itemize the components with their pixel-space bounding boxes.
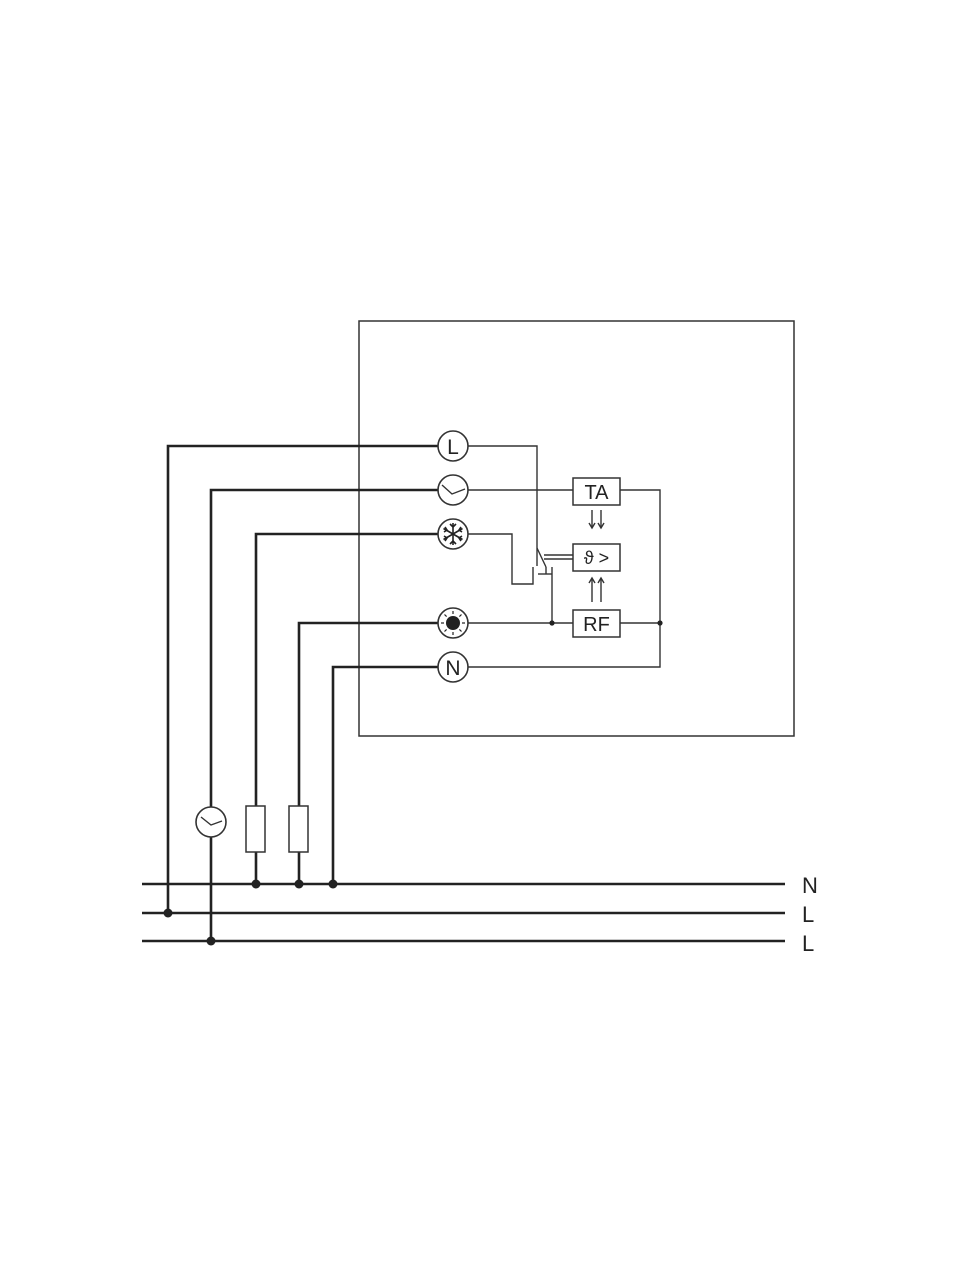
terminal-clock-icon	[437, 474, 469, 506]
thermostat-label: ϑ >	[584, 548, 609, 568]
terminal-N-label: N	[445, 657, 460, 680]
wire-L-external	[166, 444, 438, 913]
internal-wire-L	[468, 445, 538, 566]
bus-label-L2: L	[802, 931, 814, 956]
rf-block: RF	[572, 609, 621, 638]
internal-wire-cool	[468, 533, 534, 585]
terminal-snowflake-icon	[437, 518, 469, 550]
internal-wire-switch-arm	[536, 547, 547, 568]
wire-clock-upper	[209, 488, 438, 808]
ta-block: TA	[572, 477, 621, 506]
load-resistor	[245, 805, 266, 853]
rf-label: RF	[583, 614, 610, 636]
load-resistor	[288, 805, 309, 853]
junction-dot	[251, 879, 261, 889]
terminal-N: N	[437, 651, 469, 683]
terminal-L-label: L	[447, 436, 459, 459]
ta-label: TA	[584, 482, 609, 504]
arrow-up-icon	[588, 576, 605, 602]
wire-heat-upper	[297, 621, 438, 806]
terminal-sun-icon	[437, 607, 469, 639]
junction-dot	[549, 620, 555, 626]
timer-load-clock-icon	[195, 806, 227, 838]
junction-dot	[657, 620, 663, 626]
bus-label-N: N	[802, 873, 818, 898]
wire-cool-upper	[254, 532, 438, 806]
terminal-L: L	[437, 430, 469, 462]
junction-dot	[206, 936, 216, 946]
bus-label-L1: L	[802, 902, 814, 927]
internal-wire-ta-right	[468, 489, 661, 668]
junction-dot	[328, 879, 338, 889]
thermostat-block: ϑ >	[572, 543, 621, 572]
device-housing	[358, 320, 795, 737]
junction-dot	[294, 879, 304, 889]
junction-dot	[163, 908, 173, 918]
wire-N-external	[331, 665, 438, 884]
arrow-down-icon	[588, 510, 605, 530]
